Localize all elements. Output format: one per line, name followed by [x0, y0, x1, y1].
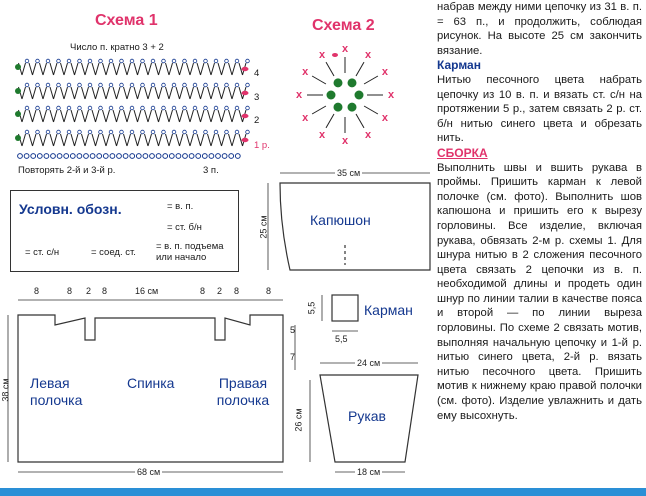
scheme2-title: Схема 2	[312, 17, 375, 34]
svg-text:x: x	[365, 129, 372, 141]
body-neck-depth: 5	[290, 325, 296, 335]
dim-top-4: 16 см	[135, 286, 159, 296]
body-armhole-depth: 7	[290, 352, 296, 362]
instructions-p3: Выполнить швы и вшить рукава в проймы. П…	[437, 161, 642, 422]
hood-width: 35 см	[335, 168, 363, 178]
body-left-front-label: Левая полочка	[30, 375, 83, 408]
legend-ch: = в. п.	[167, 201, 194, 212]
pocket-label: Карман	[364, 302, 413, 318]
svg-text:x: x	[302, 66, 309, 78]
row-label-1: 1 р.	[254, 140, 270, 151]
svg-text:x: x	[365, 49, 372, 61]
legend-box: Условн. обозн. = в. п. = ст. б/н = ст. с…	[10, 190, 239, 272]
legend-lift: = в. п. подъема или начало	[156, 241, 224, 263]
sleeve-top-width: 24 см	[355, 358, 383, 368]
scheme1-title: Схема 1	[95, 12, 158, 29]
legend-sl: = соед. ст.	[91, 247, 136, 258]
body-back-label: Спинка	[127, 375, 175, 391]
svg-text:x: x	[388, 89, 395, 101]
sleeve-label: Рукав	[348, 408, 386, 424]
svg-text:x: x	[319, 49, 326, 61]
legend-title: Условн. обозн.	[19, 201, 122, 217]
scheme1-stitch-count: Число п. кратно 3 + 2	[70, 42, 164, 53]
pocket-width: 5,5	[335, 334, 348, 344]
body-width: 68 см	[135, 467, 163, 477]
instructions-column: набрав между ними цепочку из 31 в. п. = …	[437, 0, 642, 423]
svg-text:x: x	[382, 112, 389, 124]
svg-text:x: x	[319, 129, 326, 141]
dim-top-8: 8	[266, 286, 272, 296]
legend-tr: = ст. с/н	[25, 247, 60, 258]
scheme1-stitches	[15, 58, 250, 159]
dim-top-6: 2	[217, 286, 223, 296]
svg-text:x: x	[302, 112, 309, 124]
dim-top-3: 8	[102, 286, 108, 296]
dim-top-5: 8	[200, 286, 206, 296]
body-height: 38 см	[0, 378, 11, 402]
scheme1-repeat-unit: 3 п.	[203, 165, 219, 176]
pocket-height: 5,5	[306, 301, 317, 315]
body-right-front-label: Правая полочка	[216, 375, 270, 408]
hood-height: 25 см	[258, 215, 269, 239]
svg-text:x: x	[342, 43, 349, 55]
svg-text:x: x	[296, 89, 303, 101]
dim-top-0: 8	[34, 286, 40, 296]
row-label-3: 3	[254, 92, 260, 103]
legend-dc: = ст. б/н	[167, 222, 202, 233]
svg-text:x: x	[382, 66, 389, 78]
sleeve-bottom-width: 18 см	[355, 467, 383, 477]
scheme1-grid	[15, 58, 250, 159]
dim-top-1: 8	[67, 286, 73, 296]
heading-pocket: Карман	[437, 58, 481, 73]
svg-text:x: x	[342, 135, 349, 147]
dim-top-2: 2	[86, 286, 92, 296]
dim-top-7: 8	[234, 286, 240, 296]
scheme1-repeat-note: Повторять 2-й и 3-й р.	[18, 165, 116, 176]
hood-label: Капюшон	[310, 212, 371, 228]
pocket-pattern	[321, 294, 359, 332]
heading-assembly: СБОРКА	[437, 145, 488, 160]
instructions-p1: набрав между ними цепочку из 31 в. п. = …	[437, 1, 642, 57]
row-label-2: 2	[254, 115, 260, 126]
row-label-4: 4	[254, 68, 260, 79]
instructions-p2: Нитью песочного цвета набрать цепочку из…	[437, 73, 642, 145]
bottom-color-bar	[0, 488, 646, 496]
sleeve-height: 26 см	[293, 408, 304, 432]
